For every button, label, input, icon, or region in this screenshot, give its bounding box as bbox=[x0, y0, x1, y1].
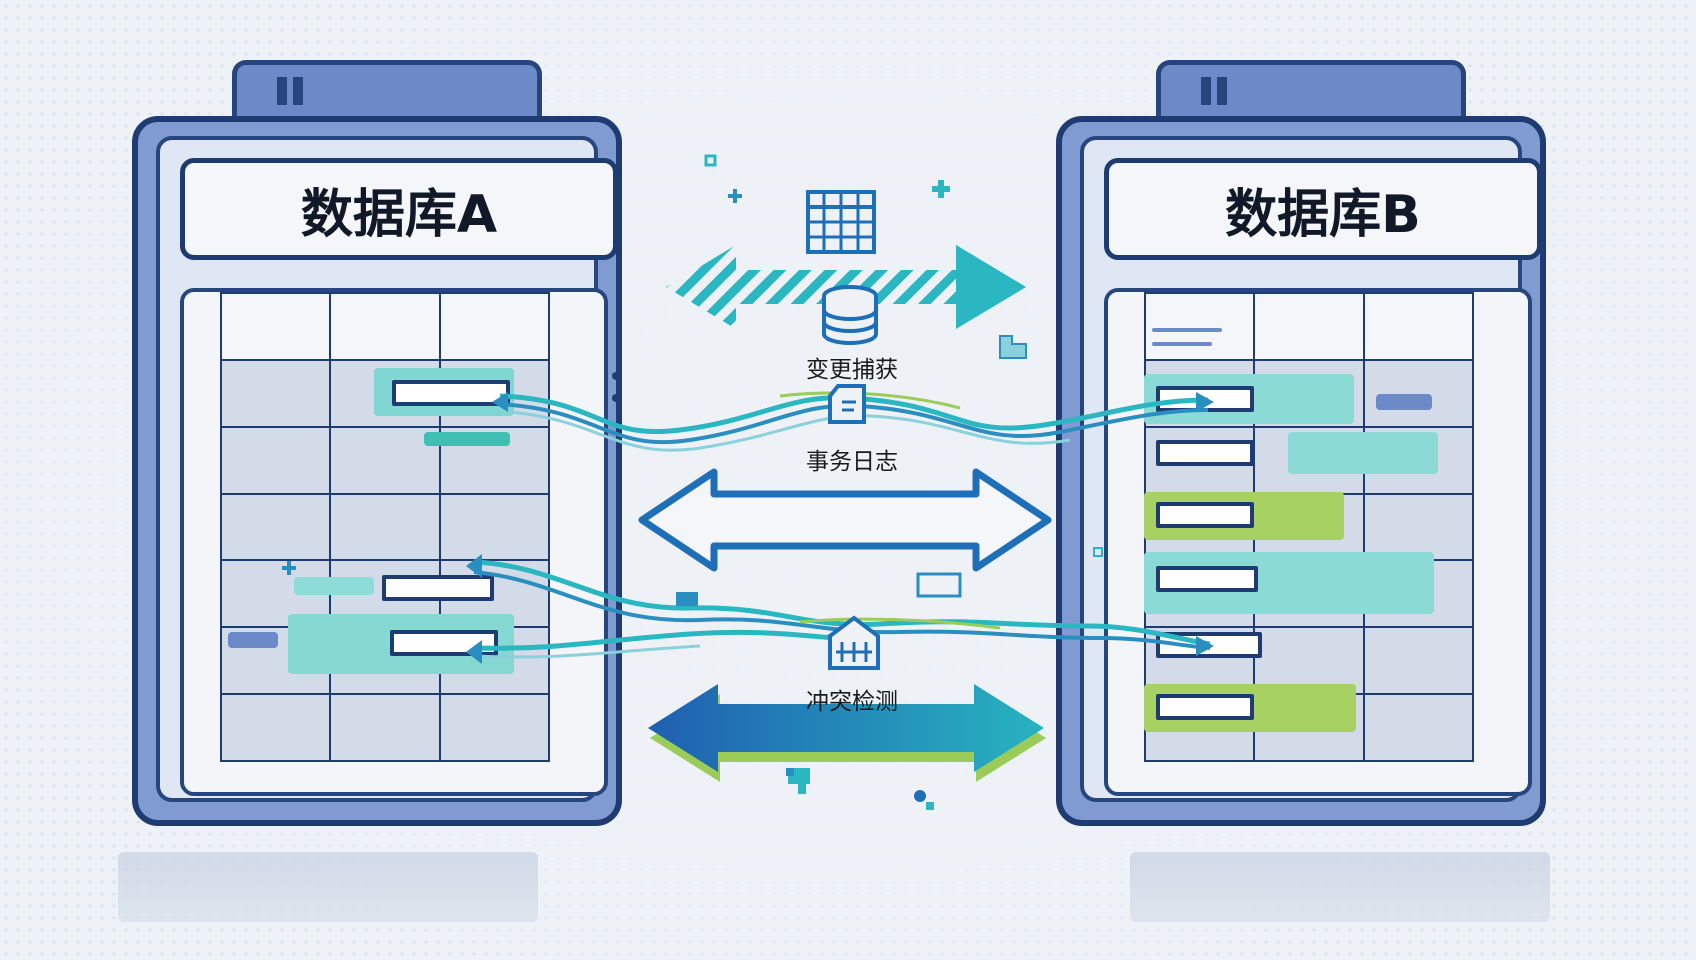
database-b-body: 数据库B bbox=[1056, 116, 1546, 826]
header-dash-lines bbox=[1152, 328, 1222, 332]
record-bar bbox=[1156, 502, 1254, 528]
building-icon bbox=[828, 615, 880, 670]
side-dot bbox=[612, 394, 620, 402]
database-a-title: 数据库A bbox=[180, 158, 618, 260]
record-bar bbox=[1156, 566, 1258, 592]
database-b-title: 数据库B bbox=[1104, 158, 1542, 260]
database-a: 数据库A bbox=[132, 60, 632, 840]
bidirectional-arrow-outline bbox=[638, 468, 1052, 572]
lower-flow-lines bbox=[466, 554, 1214, 664]
database-a-shadow bbox=[118, 852, 538, 922]
highlight-cell-teal bbox=[424, 432, 510, 446]
database-a-table-panel bbox=[180, 288, 608, 796]
record-bar bbox=[1156, 440, 1254, 466]
header-dash-lines bbox=[1152, 342, 1212, 346]
database-a-cap bbox=[232, 60, 542, 126]
highlight-cell-teal-2 bbox=[294, 577, 374, 595]
document-icon bbox=[828, 384, 866, 424]
database-b: 数据库B bbox=[1056, 60, 1556, 840]
side-dot bbox=[612, 372, 620, 380]
label-conflict-detection: 冲突检测 bbox=[806, 689, 898, 715]
database-icon bbox=[822, 285, 878, 345]
label-transaction-log: 事务日志 bbox=[806, 449, 898, 475]
bidirectional-arrow-solid bbox=[648, 684, 1046, 782]
decorative-glyphs bbox=[282, 154, 1103, 810]
database-b-table-panel bbox=[1104, 288, 1532, 796]
label-change-capture: 变更捕获 bbox=[806, 357, 898, 383]
highlight-cell-blue bbox=[228, 632, 278, 648]
highlight-cell-teal bbox=[1288, 432, 1438, 474]
record-bar bbox=[1156, 694, 1254, 720]
database-b-cap bbox=[1156, 60, 1466, 126]
database-b-shadow bbox=[1130, 852, 1550, 922]
highlight-cell-blue bbox=[1376, 394, 1432, 410]
table-icon bbox=[806, 190, 876, 254]
database-a-inner-panel: 数据库A bbox=[156, 136, 620, 802]
database-b-inner-panel: 数据库B bbox=[1080, 136, 1542, 802]
database-a-body: 数据库A bbox=[132, 116, 622, 826]
record-bar bbox=[382, 575, 494, 601]
